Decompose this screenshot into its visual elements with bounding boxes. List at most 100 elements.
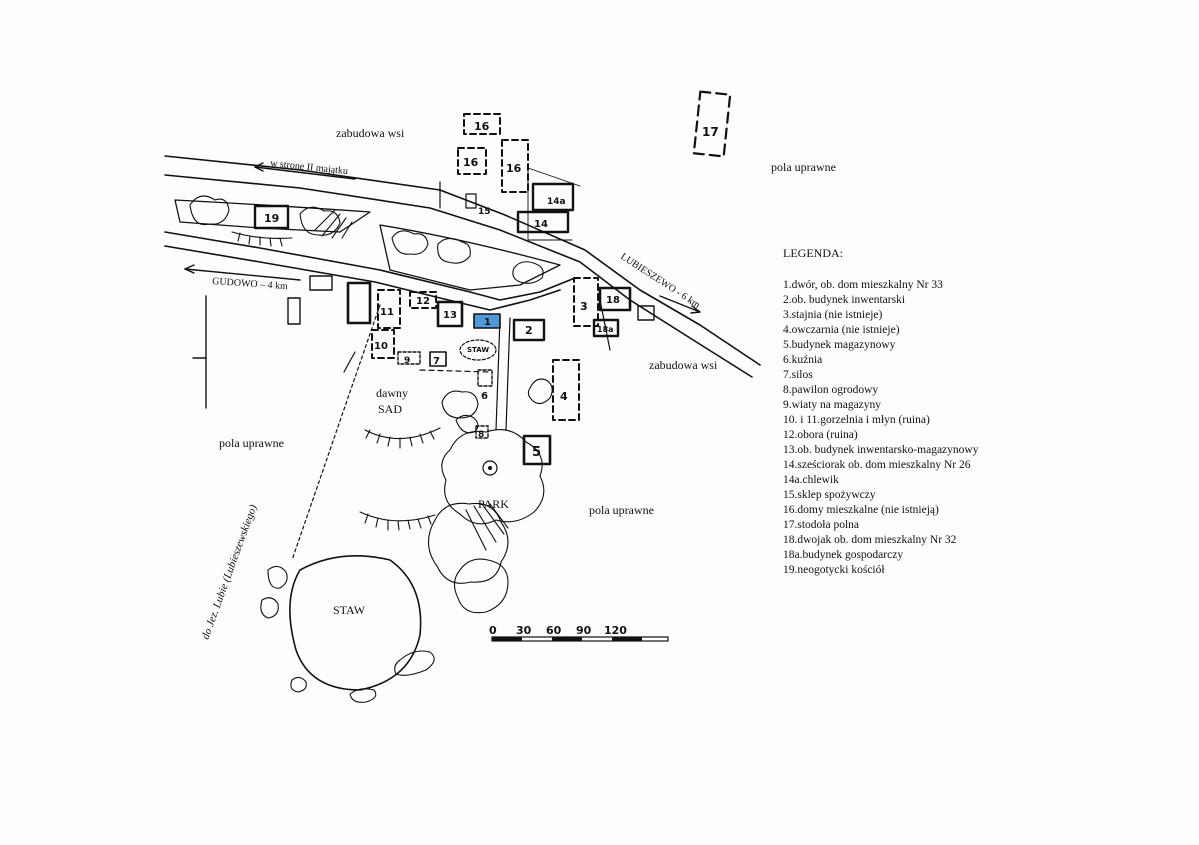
label-zabudowa-right: zabudowa wsi	[649, 358, 718, 372]
scale-seg-3	[552, 637, 582, 641]
park-fountain-center	[488, 466, 492, 470]
scale-seg-5	[612, 637, 642, 641]
legend-item: 2.ob. budynek inwentarski	[783, 294, 906, 306]
area-labels: zabudowa wsi zabudowa wsi pola uprawne p…	[200, 126, 836, 641]
scale-tick-60: 60	[546, 624, 562, 637]
park-fountain	[482, 460, 498, 476]
building-18	[598, 286, 632, 312]
north-arrow	[192, 295, 207, 409]
label-pola-mid: pola uprawne	[589, 503, 654, 517]
legend-item: 19.neogotycki kościół	[783, 564, 885, 576]
building-6	[477, 369, 493, 387]
scale-tick-90: 90	[576, 624, 592, 637]
label-b2: 2	[525, 324, 533, 337]
label-sad: SAD	[378, 402, 402, 416]
scale-tick-30: 30	[516, 624, 532, 637]
road-main	[164, 155, 761, 378]
label-staw: STAW	[333, 603, 366, 617]
label-b16a: 16	[474, 120, 490, 133]
label-zabudowa-top: zabudowa wsi	[336, 126, 405, 140]
building-8	[475, 425, 489, 439]
building-7	[429, 351, 447, 367]
label-b15: 15	[478, 207, 491, 217]
label-b13: 13	[443, 310, 457, 321]
building-17	[692, 90, 732, 158]
label-pola-top-right: pola uprawne	[771, 160, 836, 174]
label-b16c: 16	[506, 162, 522, 175]
building-15	[465, 193, 477, 209]
label-b19: 19	[264, 212, 279, 225]
slope-hatching	[231, 209, 509, 551]
building-9	[397, 351, 421, 365]
label-b11: 11	[380, 307, 394, 318]
building-small-west	[287, 297, 301, 325]
building-2	[512, 318, 546, 342]
building-10	[371, 329, 395, 359]
building-11	[377, 289, 401, 329]
label-b8: 8	[478, 430, 484, 440]
legend-item: 16.domy mieszkalne (nie istnieją)	[783, 504, 939, 516]
legend-item: 18a.budynek gospodarczy	[783, 549, 904, 561]
building-1	[473, 313, 501, 329]
small-pond	[459, 339, 497, 361]
building-14	[516, 210, 570, 234]
legend-item: 4.owczarnia (nie istnieje)	[783, 324, 900, 336]
building-16-c	[501, 139, 529, 193]
scale-tick-120: 120	[604, 624, 627, 637]
building-small-road	[309, 275, 333, 291]
legend-item: 15.sklep spożywczy	[783, 489, 876, 501]
building-19	[253, 204, 290, 230]
label-dawny: dawny	[376, 386, 408, 400]
legend-item: 12.obora (ruina)	[783, 429, 858, 441]
scale-tick-0: 0	[489, 624, 497, 637]
legend-item: 8.pawilon ogrodowy	[783, 384, 879, 396]
legend-item: 9.wiaty na magazyny	[783, 399, 882, 411]
building-5	[522, 434, 552, 466]
label-lake-road: do Jez. Lubie (Lubieszewskiego)	[200, 503, 260, 641]
label-b18a: 18a	[597, 325, 614, 334]
label-b9: 9	[404, 356, 410, 366]
legend-item: 7.silos	[783, 369, 813, 381]
label-b14a: 14a	[547, 197, 566, 207]
label-gudowo: GUDOWO – 4 km	[212, 276, 289, 292]
building-16-a	[463, 113, 501, 135]
label-staw-small: STAW	[467, 346, 489, 354]
legend-item: 10. i 11.gorzelnia i młyn (ruina)	[783, 414, 930, 426]
label-b10: 10	[374, 341, 388, 352]
label-b12: 12	[416, 296, 430, 307]
building-16-b	[457, 147, 487, 175]
label-park: PARK	[478, 497, 509, 511]
label-b14: 14	[534, 219, 548, 230]
building-13	[436, 300, 464, 328]
label-b4: 4	[560, 390, 568, 403]
label-b6: 6	[481, 391, 488, 402]
building-4	[552, 359, 580, 421]
building-large-left	[346, 281, 372, 325]
legend-title: LEGENDA:	[783, 246, 843, 260]
legend-item: 18.dwojak ob. dom mieszkalny Nr 32	[783, 534, 957, 546]
legend-item: 3.stajnia (nie istnieje)	[783, 309, 883, 321]
label-b16b: 16	[463, 156, 479, 169]
label-b5: 5	[532, 445, 541, 460]
road-arrows	[184, 162, 701, 314]
label-road-estate: w stronę II majątku	[270, 158, 349, 177]
label-b18: 18	[606, 295, 620, 306]
pond	[289, 555, 422, 691]
label-pola-left: pola uprawne	[219, 436, 284, 450]
legend-item: 13.ob. budynek inwentarsko-magazynowy	[783, 444, 979, 456]
legend-item: 14a.chlewik	[783, 474, 839, 486]
building-3	[573, 277, 599, 327]
legend-item: 6.kuźnia	[783, 354, 823, 366]
scale-bar: 0 30 60 90 120	[489, 624, 669, 642]
label-b7: 7	[433, 356, 440, 367]
buildings	[253, 90, 732, 466]
road-gudowo	[164, 231, 576, 311]
building-numbers: 19 11 10 12 13 1 2 3 18 18a 4 5 6 7 8 9 …	[264, 120, 719, 460]
legend-item: 5.budynek magazynowy	[783, 339, 896, 351]
legend: LEGENDA: 1.dwór, ob. dom mieszkalny Nr 3…	[783, 246, 1033, 578]
label-b1: 1	[484, 317, 491, 328]
scale-seg-1	[492, 637, 522, 641]
label-b3: 3	[580, 300, 588, 313]
